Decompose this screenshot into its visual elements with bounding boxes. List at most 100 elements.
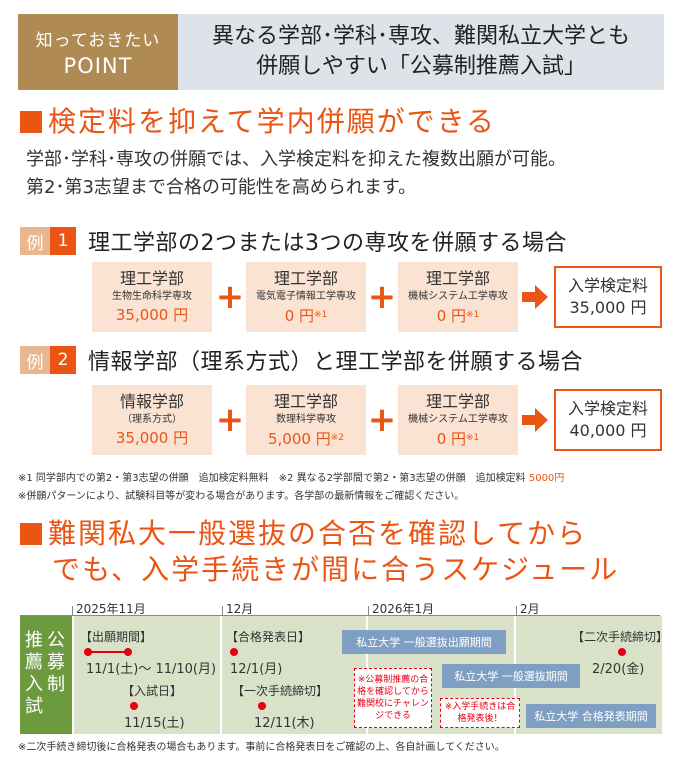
footer-note: ※二次手続き締切後に合格発表の場合もあります。事前に合格発表日をご確認の上、各自… xyxy=(18,742,505,753)
plus-icon: + xyxy=(367,400,397,440)
example1-card-1: 理工学部 生物生命科学専攻 35,000 円 xyxy=(92,262,212,332)
example2-title-text: 情報学部（理系方式）と理工学部を併願する場合 xyxy=(88,350,584,375)
private-exam-period-bar: 私立大学 一般選抜期間 xyxy=(442,664,580,688)
apply-period-label: 【出願期間】 xyxy=(80,630,153,644)
total-label: 入学検定料 xyxy=(567,399,648,418)
side-char: 募 xyxy=(47,652,65,673)
card-note-mark: ※1 xyxy=(466,432,480,443)
section1-heading: 検定料を抑えて学内併願ができる xyxy=(20,104,496,140)
month-label: 2026年1月 xyxy=(372,602,435,616)
private-result-period-bar: 私立大学 合格発表期間 xyxy=(526,704,656,728)
month-tick xyxy=(72,606,73,616)
fee-notes: ※1 同学部内での第2・第3志望の併願 追加検定料無料 ※2 異なる2学部間で第… xyxy=(18,470,564,506)
lead-line1: 学部･学科･専攻の併願では、入学検定料を抑えた複数出願が可能。 xyxy=(26,149,566,170)
card-title: 情報学部 xyxy=(119,392,184,411)
card-note-mark: ※1 xyxy=(466,309,480,320)
note-line1: ※1 同学部内での第2・第3志望の併願 追加検定料無料 ※2 異なる2学部間で第… xyxy=(18,470,564,488)
card-sub: 機械システム工学専攻 xyxy=(408,413,508,425)
point-title-line2: 併願しやすい「公募制推薦入試」 xyxy=(256,54,586,79)
card-sub: 機械システム工学専攻 xyxy=(408,290,508,302)
note-box-procedure: ※入学手続きは合格発表後！ xyxy=(440,698,520,728)
example2-card-2: 理工学部 数理科学専攻 5,000 円※2 xyxy=(246,385,366,455)
arrow-right-icon xyxy=(522,285,548,309)
card-title: 理工学部 xyxy=(425,391,490,411)
month-tick xyxy=(516,606,517,616)
section1-heading-text: 検定料を抑えて学内併願ができる xyxy=(48,105,497,138)
example1-title: 例 1 理工学部の2つまたは3つの専攻を併願する場合 xyxy=(20,225,567,257)
card-title: 理工学部 xyxy=(119,269,184,288)
side-char: 公 xyxy=(47,630,65,651)
arrow-right-icon xyxy=(522,408,548,432)
card-price-text: 0 円 xyxy=(436,429,467,448)
point-tag: 知っておきたい POINT xyxy=(18,14,178,90)
square-bullet-icon xyxy=(20,523,42,545)
side-char: 推 xyxy=(25,630,43,651)
point-title: 異なる学部･学科･専攻、難関私立大学とも 併願しやすい「公募制推薦入試」 xyxy=(178,14,664,90)
deadline2-value: 2/20(金) xyxy=(592,662,645,677)
exam-date-label: 【入試日】 xyxy=(122,684,183,698)
section2-heading-line1: 難関私大一般選抜の合否を確認してから xyxy=(48,517,588,550)
point-tag-line2: POINT xyxy=(63,54,133,78)
card-sub: 生物生命科学専攻 xyxy=(112,291,192,302)
card-note-mark: ※2 xyxy=(330,432,344,443)
total-label: 入学検定料 xyxy=(567,276,648,295)
deadline1-label: 【一次手続締切】 xyxy=(232,684,329,698)
side-char: 試 xyxy=(25,696,43,717)
plus-icon: + xyxy=(367,277,397,317)
side-char: 入 xyxy=(25,674,43,695)
note-line2: ※併願パターンにより、試験科目等が変わる場合があります。各学部の最新情報をご確認… xyxy=(18,491,465,502)
total-value: 35,000 円 xyxy=(569,298,647,317)
month-label: 12月 xyxy=(226,602,254,616)
card-sub: （理系方式） xyxy=(122,414,182,425)
card-price-text: 0 円 xyxy=(436,306,467,325)
example2-badge: 例 2 xyxy=(20,346,76,374)
card-sub: 電気電子情報工学専攻 xyxy=(256,290,356,302)
month-label: 2月 xyxy=(520,602,540,616)
example1-card-2: 理工学部 電気電子情報工学専攻 0 円※1 xyxy=(246,262,366,332)
plus-icon: + xyxy=(215,400,245,440)
result-date-value: 12/1(月) xyxy=(230,662,283,677)
result-date-label: 【合格発表日】 xyxy=(226,630,311,644)
deadline2-dot xyxy=(618,648,626,656)
card-price-text: 35,000 円 xyxy=(115,429,189,447)
card-price: 0 円※1 xyxy=(437,428,480,449)
card-title: 理工学部 xyxy=(425,268,490,288)
apply-end-dot xyxy=(124,648,132,656)
schedule-col-nov xyxy=(74,616,220,734)
exam-dot xyxy=(130,702,138,710)
example2-card-1: 情報学部 （理系方式） 35,000 円 xyxy=(92,385,212,455)
note-box-challenge: ※公募制推薦の合格を確認してから難関校にチャレンジできる xyxy=(354,668,432,728)
square-bullet-icon xyxy=(20,111,42,133)
month-tick xyxy=(368,606,369,616)
card-price: 0 円※1 xyxy=(437,305,480,326)
example-label: 例 xyxy=(20,227,50,255)
example2-total: 入学検定料 40,000 円 xyxy=(554,389,662,451)
timeline-axis xyxy=(20,615,660,616)
example2-card-3: 理工学部 機械システム工学専攻 0 円※1 xyxy=(398,385,518,455)
card-title: 理工学部 xyxy=(273,268,338,288)
card-price: 35,000 円 xyxy=(116,428,188,448)
card-price: 0 円※1 xyxy=(285,305,328,326)
side-char: 薦 xyxy=(25,652,43,673)
private-apply-period-bar: 私立大学 一般選抜出願期間 xyxy=(342,630,506,654)
apply-period-bar xyxy=(88,651,128,653)
card-price-text: 0 円 xyxy=(284,306,315,325)
example1-total: 入学検定料 35,000 円 xyxy=(554,266,662,328)
point-header: 知っておきたい POINT 異なる学部･学科･専攻、難関私立大学とも 併願しやす… xyxy=(18,14,664,90)
point-tag-line1: 知っておきたい xyxy=(35,31,161,51)
note1-fee: 5000円 xyxy=(528,473,565,484)
example1-card-3: 理工学部 機械システム工学専攻 0 円※1 xyxy=(398,262,518,332)
apply-period-value: 11/1(土)～ 11/10(月) xyxy=(86,662,217,677)
example1-badge: 例 1 xyxy=(20,227,76,255)
side-col2: 公 募 制 xyxy=(46,630,66,696)
note1-text: ※1 同学部内での第2・第3志望の併願 追加検定料無料 ※2 異なる2学部間で第… xyxy=(18,473,526,484)
card-note-mark: ※1 xyxy=(314,309,328,320)
side-char: 制 xyxy=(47,674,65,695)
point-title-line1: 異なる学部･学科･専攻、難関私立大学とも xyxy=(211,24,630,49)
example-number: 1 xyxy=(50,227,76,255)
card-price: 5,000 円※2 xyxy=(268,428,344,449)
deadline2-label: 【二次手続締切】 xyxy=(572,630,669,644)
example-number: 2 xyxy=(50,346,76,374)
exam-date-value: 11/15(土) xyxy=(124,716,185,731)
card-sub: 数理科学専攻 xyxy=(276,413,336,425)
